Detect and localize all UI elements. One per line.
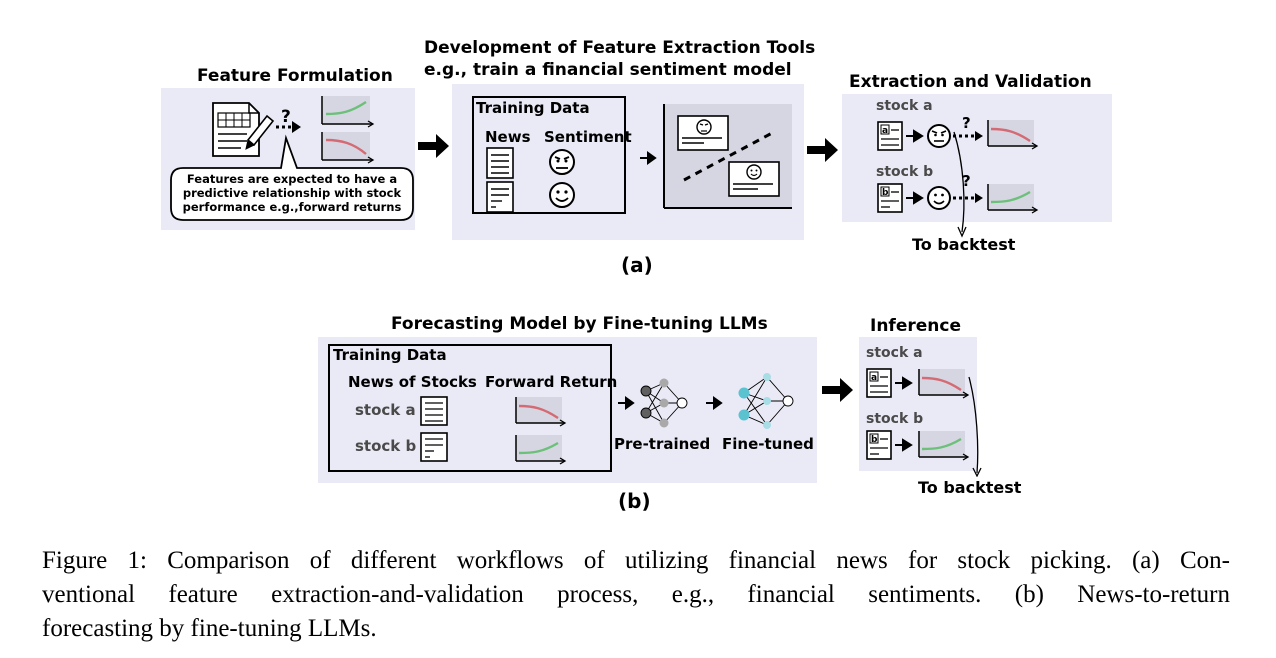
development-title-line2: e.g., train a financial sentiment model: [424, 60, 792, 80]
down-chart: [321, 132, 375, 164]
down-chart: [987, 120, 1039, 150]
news-document-icon: [420, 432, 448, 462]
figure-caption: Figure 1: Comparison of different workfl…: [42, 544, 1230, 646]
news-label: News: [485, 128, 531, 146]
to-backtest-label-b: To backtest: [918, 478, 1022, 497]
caption-line-2: ventional feature extraction-and-validat…: [42, 581, 1230, 608]
feature-formulation-graphics: [170, 96, 414, 221]
stock-a-label-b: stock a: [355, 401, 416, 419]
svg-text:b: b: [871, 435, 878, 445]
big-arrow-icon: [822, 378, 853, 402]
svg-text:a: a: [871, 373, 877, 383]
stock-b-label: stock b: [876, 164, 934, 180]
development-title-line1: Development of Feature Extraction Tools: [424, 38, 816, 58]
training-data-label: Training Data: [476, 99, 590, 117]
up-chart: [515, 435, 567, 465]
finetuned-label: Fine-tuned: [722, 435, 814, 453]
inference-graphics: a b: [866, 368, 982, 477]
up-chart: [987, 184, 1039, 214]
inference-stock-a-label: stock a: [866, 345, 923, 361]
negative-face-icon: [927, 124, 951, 148]
subfigure-label-a: (a): [621, 253, 653, 277]
up-chart: [321, 96, 375, 128]
positive-face-icon: [927, 186, 951, 210]
subfigure-label-b: (b): [618, 489, 651, 513]
finetuned-network-icon: [738, 373, 794, 429]
forecasting-graphics: [420, 373, 794, 465]
feature-bubble-text: Features are expected to have a predicti…: [182, 172, 402, 214]
news-document-icon: [420, 396, 448, 426]
pretrained-network-icon: [640, 378, 688, 428]
svg-text:a: a: [882, 126, 888, 136]
news-document-icon: [486, 181, 514, 213]
question-mark: ?: [281, 107, 291, 127]
to-backtest-label-a: To backtest: [912, 235, 1016, 254]
forecasting-title: Forecasting Model by Fine-tuning LLMs: [391, 314, 768, 334]
positive-face-icon: [549, 182, 575, 208]
extraction-title: Extraction and Validation: [849, 72, 1092, 92]
extraction-graphics: a b: [877, 120, 1039, 238]
training-data-label-b: Training Data: [333, 346, 447, 364]
stock-a-document-icon: a: [877, 121, 903, 151]
inference-stock-b-label: stock b: [866, 411, 924, 427]
stock-b-label-b: stock b: [355, 437, 417, 455]
stock-a-document-icon: a: [866, 368, 892, 398]
inference-title: Inference: [870, 316, 961, 336]
down-chart: [918, 369, 970, 399]
training-data-box: [472, 96, 626, 214]
classifier-plot: [663, 104, 792, 209]
speech-bubble: [170, 134, 414, 221]
news-document-icon: [486, 147, 514, 179]
feature-formulation-title: Feature Formulation: [197, 66, 393, 86]
training-data-box-b: [328, 344, 612, 472]
big-arrow-icon: [418, 134, 449, 158]
up-chart: [918, 431, 970, 461]
big-arrow-icon: [807, 138, 838, 162]
caption-line-3: forecasting by fine-tuning LLMs.: [42, 615, 377, 642]
pencil-icon: [245, 114, 275, 150]
training-data-graphics: [486, 104, 792, 213]
question-mark-a: ?: [962, 114, 971, 132]
news-of-stocks-label: News of Stocks: [348, 373, 477, 391]
negative-face-icon: [549, 149, 575, 175]
spreadsheet-icon: [212, 102, 260, 157]
stock-a-label: stock a: [876, 98, 933, 114]
stock-b-document-icon: b: [866, 430, 892, 460]
pretrained-label: Pre-trained: [614, 435, 711, 453]
stock-b-document-icon: b: [877, 183, 903, 213]
down-chart: [515, 397, 567, 427]
question-mark-b: ?: [962, 172, 971, 190]
forecasting-panel: [318, 337, 817, 483]
svg-text:b: b: [882, 188, 889, 198]
caption-line-1: Figure 1: Comparison of different workfl…: [42, 547, 1230, 574]
question-arrow: [276, 121, 301, 133]
sentiment-label: Sentiment: [544, 128, 632, 146]
forward-return-label: Forward Return: [485, 373, 618, 391]
